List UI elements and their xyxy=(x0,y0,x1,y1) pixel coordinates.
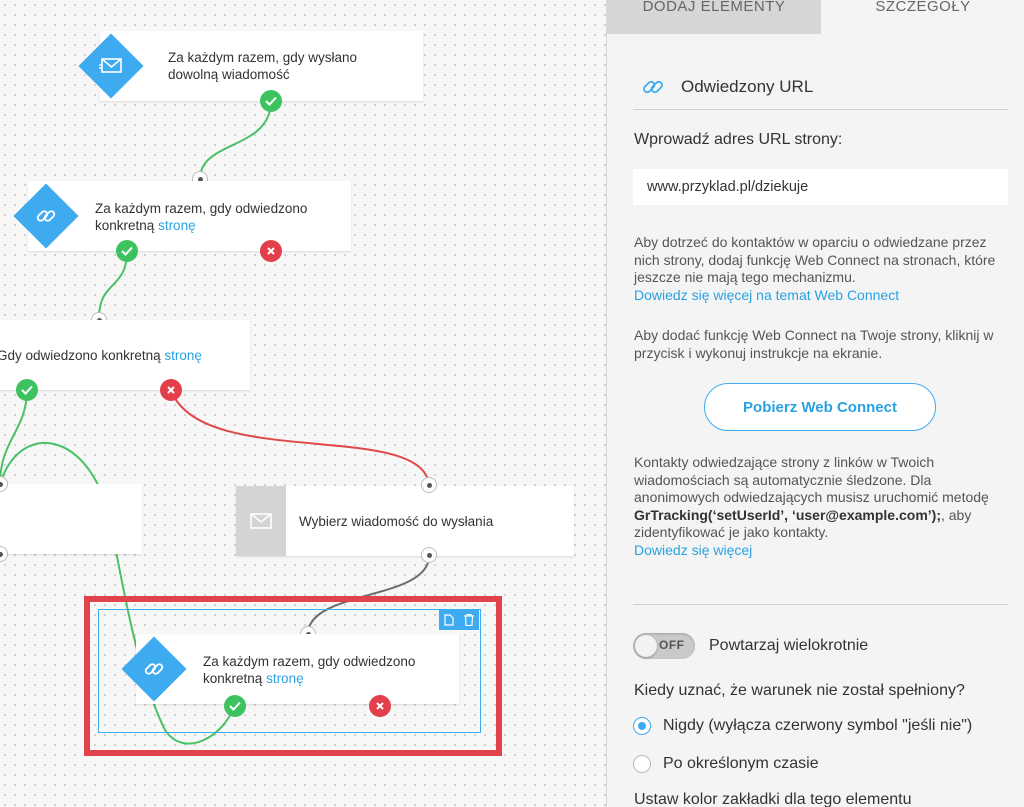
action-node-send-message[interactable]: Wybierz wiadomość do wysłania xyxy=(236,486,574,556)
node-label: Gdy odwiedzono konkretną stronę xyxy=(0,347,247,364)
get-web-connect-button[interactable]: Pobierz Web Connect xyxy=(704,383,936,431)
link-icon xyxy=(641,75,665,104)
web-connect-info: Aby dotrzeć do kontaktów w oparciu o odw… xyxy=(634,234,1014,304)
node-link[interactable]: stronę xyxy=(158,218,196,233)
condition-node-visited-url-selected[interactable]: Za każdym razem, gdy odwiedzono konkretn… xyxy=(136,634,459,704)
node-toolbar xyxy=(439,610,479,630)
connection-gray xyxy=(307,555,430,634)
node-label: Za każdym razem, gdy odwiedzono konkretn… xyxy=(95,200,335,234)
repeat-toggle[interactable]: OFF xyxy=(633,633,695,659)
url-input[interactable] xyxy=(633,169,1008,205)
partial-node[interactable] xyxy=(0,484,142,554)
node-link[interactable]: stronę xyxy=(164,348,202,363)
info-text: Aby dotrzeć do kontaktów w oparciu o odw… xyxy=(634,234,996,285)
close-icon[interactable] xyxy=(160,379,182,401)
copy-icon[interactable] xyxy=(439,610,459,630)
close-icon[interactable] xyxy=(260,240,282,262)
check-icon[interactable] xyxy=(260,90,282,112)
check-icon[interactable] xyxy=(16,379,38,401)
radio-after-time[interactable] xyxy=(633,755,651,773)
condition-node-visited-page[interactable]: Gdy odwiedzono konkretną stronę xyxy=(0,320,250,390)
learn-web-connect-link[interactable]: Dowiedz się więcej na temat Web Connect xyxy=(634,286,900,303)
link-icon xyxy=(23,193,69,239)
node-link[interactable]: stronę xyxy=(266,671,304,686)
divider xyxy=(633,109,1008,110)
node-label: Wybierz wiadomość do wysłania xyxy=(299,514,494,529)
info-text: , aby zidentyfikować je jako kontakty. xyxy=(634,506,972,541)
workflow-canvas[interactable]: Za każdym razem, gdy wysłano dowolną wia… xyxy=(0,0,606,807)
connection-green xyxy=(0,389,28,485)
selected-node-frame xyxy=(98,609,481,733)
tab-add-elements[interactable]: DODAJ ELEMENTY xyxy=(607,0,821,34)
node-label: Za każdym razem, gdy wysłano dowolną wia… xyxy=(168,50,358,82)
node-label: Za każdym razem, gdy odwiedzono konkretn… xyxy=(203,653,443,687)
node-label-text: Gdy odwiedzono konkretną xyxy=(0,348,161,363)
connector-dot[interactable] xyxy=(421,477,437,493)
close-icon[interactable] xyxy=(369,695,391,717)
envelope-icon xyxy=(88,43,134,89)
url-label: Wprowadź adres URL strony: xyxy=(634,131,843,148)
learn-more-link[interactable]: Dowiedz się więcej xyxy=(634,541,753,558)
link-icon xyxy=(131,646,177,692)
connection-green xyxy=(199,100,272,180)
node-label-text: Za każdym razem, gdy odwiedzono konkretn… xyxy=(203,654,416,686)
toggle-knob xyxy=(635,635,657,657)
details-panel: DODAJ ELEMENTY SZCZEGÓŁY Odwiedzony URL … xyxy=(606,0,1024,807)
tracking-info: Kontakty odwiedzające strony z linków w … xyxy=(634,454,1014,559)
panel-tabs: DODAJ ELEMENTY SZCZEGÓŁY xyxy=(607,0,1024,34)
check-icon[interactable] xyxy=(116,240,138,262)
tab-color-label: Ustaw kolor zakładki dla tego elementu xyxy=(634,791,912,807)
toggle-state: OFF xyxy=(659,638,685,652)
condition-question: Kiedy uznać, że warunek nie został spełn… xyxy=(634,682,965,699)
trigger-node-message-sent[interactable]: Za każdym razem, gdy wysłano dowolną wia… xyxy=(100,31,423,101)
node-label-text: Za każdym razem, gdy odwiedzono konkretn… xyxy=(95,201,308,233)
radio-never[interactable] xyxy=(633,717,651,735)
envelope-icon xyxy=(236,486,286,556)
divider xyxy=(633,604,1008,605)
connection-red xyxy=(170,389,430,485)
panel-title: Odwiedzony URL xyxy=(681,77,814,96)
web-connect-instructions: Aby dodać funkcję Web Connect na Twoje s… xyxy=(634,327,994,361)
trash-icon[interactable] xyxy=(459,610,479,630)
info-text: Kontakty odwiedzające strony z linków w … xyxy=(634,454,989,505)
radio-after-time-label[interactable]: Po określonym czasie xyxy=(663,755,819,772)
condition-node-visited-url[interactable]: Za każdym razem, gdy odwiedzono konkretn… xyxy=(28,181,351,251)
code-snippet: GrTracking(‘setUserId’, ‘user@example.co… xyxy=(634,506,941,523)
selection-highlight xyxy=(84,596,502,756)
repeat-label: Powtarzaj wielokrotnie xyxy=(709,637,869,654)
connector-dot[interactable] xyxy=(421,547,437,563)
check-icon[interactable] xyxy=(224,695,246,717)
radio-never-label[interactable]: Nigdy (wyłącza czerwony symbol "jeśli ni… xyxy=(663,717,973,734)
tab-details[interactable]: SZCZEGÓŁY xyxy=(875,0,971,15)
